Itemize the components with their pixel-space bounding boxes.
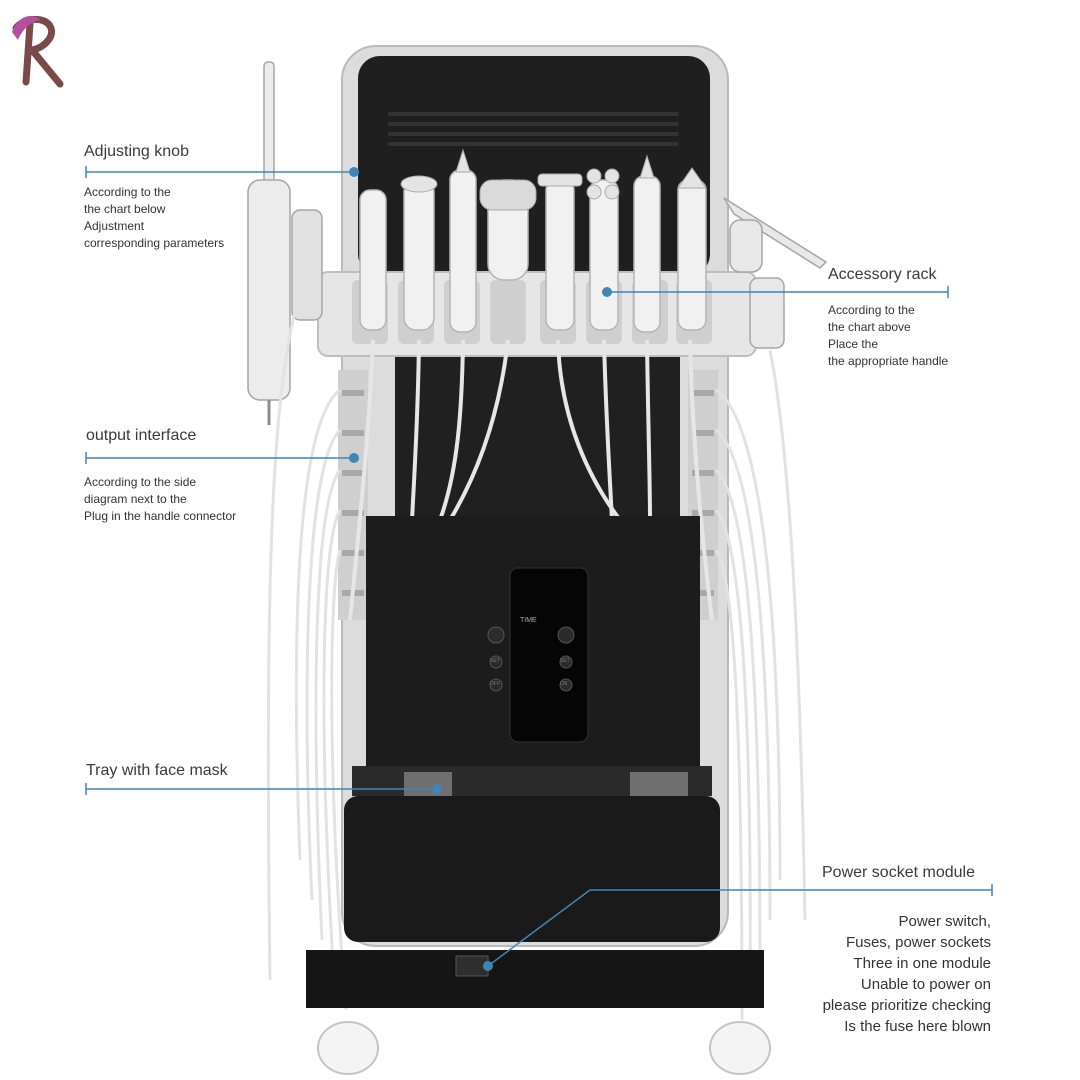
caster-wheels xyxy=(317,1021,771,1075)
power-socket-line-5: please prioritize checking xyxy=(822,997,991,1014)
leader-lines xyxy=(85,166,993,967)
right-spray-gun xyxy=(723,197,828,349)
accessory-rack-line-2: the chart above xyxy=(828,320,911,334)
side-cables-right xyxy=(714,349,807,1021)
accessory-rack-line-4: the appropriate handle xyxy=(828,354,949,368)
accessory-rack-line-1: According to the xyxy=(828,303,915,317)
output-interface-title: output interface xyxy=(86,427,197,444)
adjusting-knob-title: Adjusting knob xyxy=(84,143,189,160)
accessory-rack-title: Accessory rack xyxy=(828,266,937,283)
control-buttons xyxy=(487,626,575,692)
handpiece-tips xyxy=(400,148,707,211)
power-socket-line-6: Is the fuse here blown xyxy=(844,1018,991,1035)
power-socket-line-1: Power switch, xyxy=(898,913,991,930)
adjusting-knob-line-1: According to the xyxy=(84,185,171,199)
power-socket-line-4: Unable to power on xyxy=(860,976,991,993)
left-spray-gun xyxy=(291,209,323,321)
power-socket-description: Power switch, Fuses, power sockets Three… xyxy=(823,911,991,1037)
power-socket-line-2: Fuses, power sockets xyxy=(845,934,991,951)
output-interface-line-2: diagram next to the xyxy=(84,492,187,506)
output-interface-line-3: Plug in the handle connector xyxy=(84,509,237,523)
control-panel-screen xyxy=(509,567,589,743)
brand-logo xyxy=(12,16,64,88)
power-socket-line-3: Three in one module xyxy=(853,955,991,972)
machine-middle-panel xyxy=(395,340,680,540)
panel-button-label-4: ON xyxy=(560,681,568,687)
adjusting-knob-line-2: the chart below xyxy=(84,202,166,216)
left-high-frequency-wand xyxy=(247,61,291,425)
adjusting-knob-line-4: corresponding parameters xyxy=(84,236,225,250)
panel-button-label-1: SET xyxy=(490,658,500,664)
output-interface-line-1: According to the side xyxy=(84,475,197,489)
panel-button-label-2: OFF xyxy=(490,681,500,687)
tray-title: Tray with face mask xyxy=(86,762,228,779)
machine-base xyxy=(306,950,764,1008)
leader-dots xyxy=(349,167,612,971)
power-socket-title: Power socket module xyxy=(822,864,975,881)
adjusting-knob-description: According to the the chart below Adjustm… xyxy=(84,184,224,252)
panel-button-label-3: SET xyxy=(560,658,570,664)
accessory-rack-line-3: Place the xyxy=(828,337,879,351)
output-interface-description: According to the side diagram next to th… xyxy=(84,474,236,525)
panel-time-label: TIME xyxy=(520,617,537,624)
side-cables-left xyxy=(266,299,348,1011)
machine-upper-panel xyxy=(358,56,710,276)
vent-grille xyxy=(388,112,678,146)
accessory-rack-description: According to the the chart above Place t… xyxy=(828,302,948,370)
handpiece-cables xyxy=(348,339,714,621)
lower-cabinet xyxy=(344,796,720,942)
adjusting-knob-line-3: Adjustment xyxy=(84,219,145,233)
